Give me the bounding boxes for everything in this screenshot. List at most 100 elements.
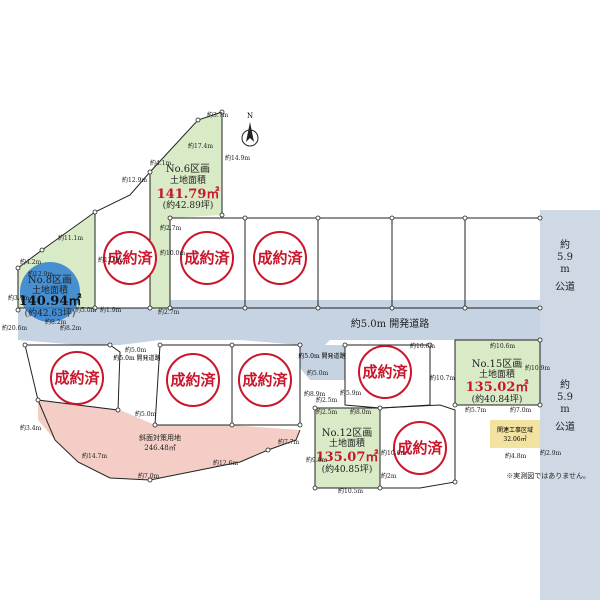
sold-text: 成約済 xyxy=(107,249,153,267)
north-arrow-icon: N xyxy=(241,112,259,147)
sold-stamp-8: 成約済 xyxy=(393,421,447,475)
development-road xyxy=(18,300,540,350)
dim-label: 約5.0m xyxy=(307,369,329,377)
dim-label: 約5.0m xyxy=(75,306,97,314)
dim-label: 約2.7m xyxy=(158,308,180,316)
sold-text: 成約済 xyxy=(170,371,216,389)
sold-stamp-6: 成約済 xyxy=(238,353,292,407)
dim-label: 約10.6m xyxy=(381,449,406,457)
lot-8-tsubo: (約42.63坪) xyxy=(25,307,76,319)
public-road-top-3: m xyxy=(560,264,570,275)
dim-label: 約10.9m xyxy=(525,364,550,372)
sold-stamp-1: 成約済 xyxy=(103,231,157,285)
dim-label: 約3.7m xyxy=(207,111,229,119)
kanren-shape xyxy=(490,420,540,448)
lot-12-shape xyxy=(315,408,380,488)
dim-label: 約20.6m xyxy=(2,324,27,332)
lot-6-tsubo: (約42.89坪) xyxy=(163,199,214,211)
slope-title: 斜面対策用地 xyxy=(139,433,181,442)
dim-label: 約12.9m xyxy=(28,270,53,278)
lot-12-label: No.12区画 土地面積 135.07㎡ (約40.85坪) xyxy=(316,427,379,475)
lot-8-number: No.8区画 xyxy=(28,274,72,286)
sold-stamp-4: 成約済 xyxy=(50,351,104,405)
lot-6-number: No.6区画 xyxy=(166,163,210,175)
dim-label: 約3.4m xyxy=(20,424,42,432)
public-road-bottom-label: 約 5.9 m 公道 xyxy=(555,378,575,433)
lot-15-area: 135.02㎡ xyxy=(466,379,529,395)
dim-label: 約12.9m xyxy=(122,176,147,184)
slope-area xyxy=(38,400,300,480)
public-road-top-2: 5.9 xyxy=(557,252,573,263)
sold-text: 成約済 xyxy=(242,371,288,389)
dim-label: 約17.4m xyxy=(188,142,213,150)
dim-label: 約9.0m xyxy=(306,456,328,464)
lot-6-shape xyxy=(150,112,222,310)
dim-label: 約8.0m xyxy=(350,408,372,416)
main-road-label: 約5.0m 開発道路 xyxy=(351,317,430,330)
slope-area-value: 246.48㎡ xyxy=(144,444,176,452)
lot-12-area: 135.07㎡ xyxy=(316,449,379,465)
dev-road-mid-label: 約5.0m 開発道路 xyxy=(298,352,345,360)
sold-stamp-3: 成約済 xyxy=(253,231,307,285)
development-road-spur xyxy=(300,345,345,380)
lot-8-label: No.8区画 土地面積 140.94㎡ (約42.63坪) xyxy=(19,274,82,319)
dim-label: 約8.9m xyxy=(304,390,326,398)
dim-label: 約12.6m xyxy=(213,459,238,467)
dim-label: 約10.5m xyxy=(338,487,363,495)
dim-label: 約8.2m xyxy=(60,324,82,332)
dim-label: 約8.2m xyxy=(45,318,67,326)
dim-label: 約7.0m xyxy=(138,472,160,480)
lot-6-label: No.6区画 土地面積 141.79㎡ (約42.89坪) xyxy=(157,163,220,211)
sold-text: 成約済 xyxy=(397,439,443,457)
lot-15-tsubo: (約40.84坪) xyxy=(472,393,523,405)
dim-label: 約5.7m xyxy=(465,406,487,414)
lot-12-number: No.12区画 xyxy=(322,427,373,439)
lot-6-area-label: 土地面積 xyxy=(170,174,206,186)
dim-label: 約12.9m xyxy=(98,256,123,264)
sold-text: 成約済 xyxy=(257,249,303,267)
lot-15-shape xyxy=(455,340,540,405)
dim-label: 約14.7m xyxy=(82,452,107,460)
not-to-scale-note: ※実測図ではありません。 xyxy=(506,471,590,480)
kanren-area-value: 32.06㎡ xyxy=(503,435,526,443)
dim-label: 約11.1m xyxy=(58,234,83,242)
sold-stamps: 成約済 成約済 成約済 成約済 成約済 成約済 成約済 成約済 xyxy=(50,231,447,475)
dim-label: 約3.7m xyxy=(8,294,30,302)
public-road-strip xyxy=(540,210,568,490)
public-road xyxy=(540,210,600,600)
sold-stamp-5: 成約済 xyxy=(166,353,220,407)
vertex-markers xyxy=(15,109,543,491)
dim-label: 約10.7m xyxy=(430,374,455,382)
dim-label: 約1.9m xyxy=(100,306,122,314)
dim-label: 約5.0m xyxy=(125,346,147,354)
dim-label: 約2.5m xyxy=(316,396,338,404)
dim-label: 約4.1m xyxy=(150,159,172,167)
dim-label: 約10.0m xyxy=(160,249,185,257)
public-road-bottom-4: 公道 xyxy=(555,420,575,433)
dim-label: 約2.7m xyxy=(160,224,182,232)
sold-text: 成約済 xyxy=(362,363,408,381)
lot-15-label: No.15区画 土地面積 135.02㎡ (約40.84坪) xyxy=(466,358,529,405)
lot-6-area: 141.79㎡ xyxy=(157,186,220,202)
lot-15-area-label: 土地面積 xyxy=(479,368,515,380)
dim-label: 約4.8m xyxy=(505,452,527,460)
sold-text: 成約済 xyxy=(54,369,100,387)
dim-label: 約7.0m xyxy=(510,406,532,414)
dimension-labels: 約3.7m 約17.4m 約14.9m 約4.1m 約12.9m 約11.1m … xyxy=(2,111,562,495)
dim-label: 約5.0m xyxy=(135,410,157,418)
sold-stamp-2: 成約済 xyxy=(180,231,234,285)
lot-12-area-label: 土地面積 xyxy=(329,437,365,449)
public-road-bottom-3: m xyxy=(560,404,570,415)
north-label: N xyxy=(247,112,253,120)
dev-road-left-label: 約5.0m 開発道路 xyxy=(113,354,160,362)
lot-15-number: No.15区画 xyxy=(472,358,523,370)
public-road-top-4: 公道 xyxy=(555,280,575,293)
dim-label: 約5.9m xyxy=(340,389,362,397)
lot-8-highlight xyxy=(20,262,80,322)
dim-label: 約2m xyxy=(381,472,397,480)
sold-text: 成約済 xyxy=(184,249,230,267)
dim-label: 約14.9m xyxy=(225,154,250,162)
dim-label: 約10.6m xyxy=(490,342,515,350)
